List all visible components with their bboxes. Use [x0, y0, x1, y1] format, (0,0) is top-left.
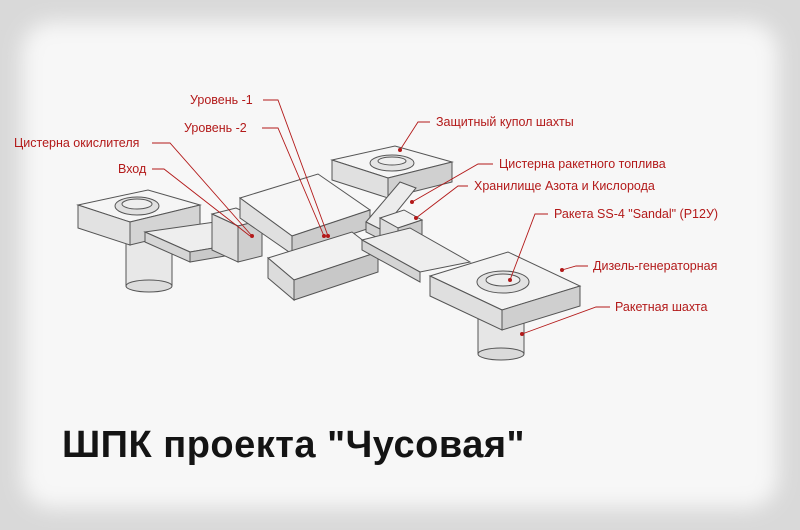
leader-entrance — [152, 168, 251, 237]
left-silo — [76, 189, 202, 293]
label-level-minus-2: Уровень -2 — [184, 121, 247, 135]
leader-shaft-dome — [399, 121, 430, 151]
leader-fuel-tank — [411, 163, 493, 203]
label-fuel-tank: Цистерна ракетного топлива — [499, 157, 666, 171]
leader-shaft — [521, 306, 610, 335]
leader-storage — [415, 185, 468, 219]
leader-level-minus-1 — [263, 99, 329, 237]
label-shaft-dome: Защитный купол шахты — [436, 115, 574, 129]
leader-level-minus-2 — [262, 127, 325, 237]
leader-markers — [250, 148, 564, 336]
leader-lines — [152, 99, 610, 335]
leader-oxidizer-tank — [152, 142, 253, 237]
leader-missile — [509, 213, 548, 281]
central-block-lower — [266, 231, 380, 302]
label-diesel-generator: Дизель-генераторная — [593, 259, 718, 273]
entrance-block — [210, 207, 264, 263]
right-silo — [428, 251, 582, 361]
right-corridor — [360, 227, 472, 283]
label-nitrogen-oxygen-storage: Хранилище Азота и Кислорода — [474, 179, 655, 193]
central-block-upper — [238, 173, 372, 255]
label-missile-shaft: Ракетная шахта — [615, 300, 708, 314]
diagram-caption: ШПК проекта "Чусовая" — [62, 424, 526, 466]
label-oxidizer-tank: Цистерна окислителя — [14, 136, 140, 150]
leader-diesel — [561, 265, 588, 271]
label-missile: Ракета SS-4 "Sandal" (Р12У) — [554, 207, 719, 221]
label-entrance: Вход — [118, 162, 147, 176]
label-level-minus-1: Уровень -1 — [190, 93, 253, 107]
